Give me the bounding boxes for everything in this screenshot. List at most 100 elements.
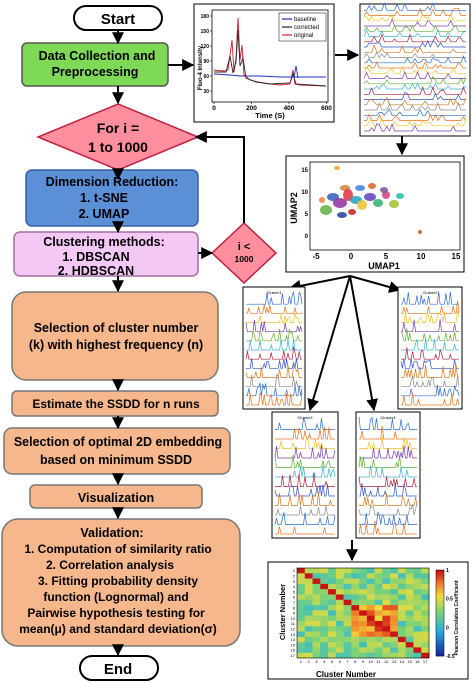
cluster-panel-4-trace [359,510,417,525]
heatmap-cell [297,631,306,638]
cluster-panel-4-trace [359,482,417,497]
heatmap-cell [343,605,352,611]
dimension-reduction-title: Dimension Reduction: [46,175,179,189]
cluster-panel-1-trace [246,358,302,369]
heatmap-cell [421,573,430,579]
cluster-panel-3-trace [275,526,335,535]
umap-cluster-blob [418,230,422,234]
visualization-label: Visualization [78,491,154,505]
heatmap-cell [335,610,344,616]
heatmap-xtick-label: 8 [354,659,357,664]
heatmap-cell [359,573,368,579]
heatmap-cell [351,573,360,579]
stack-top-trace [363,28,467,37]
heatmap-cell [335,615,344,622]
cluster-panel-title: Cluster4 [381,415,397,420]
umap-cluster-blob [333,198,347,208]
heatmap-xtick-label: 3 [315,659,318,664]
heatmap-cell [405,631,414,638]
heatmap-cell [351,615,360,622]
heatmap-cell [382,599,391,606]
dimension-reduction-item1: 1. t-SNE [80,191,128,205]
colorbar-segment [436,634,444,637]
selection-embedding-line2: based on minimum SSDD [40,453,192,467]
heatmap-cell [343,615,352,622]
cluster-panel-3-trace [275,492,335,506]
heatmap-cell [374,610,383,616]
cluster-panel-2-trace [401,319,459,333]
heatmap-ytick-label: 10 [291,616,296,621]
heatmap-xtick-label: 1 [300,659,303,664]
heatmap-cell [343,578,352,585]
cluster-panel-1-trace [246,304,302,314]
heatmap-cell [335,568,344,574]
heatmap-cell [382,652,391,659]
colorbar-segment [436,602,444,605]
heatmap-xtick-label: 11 [376,659,381,664]
cluster-panel-4-trace [358,502,418,516]
cluster-panel-1-trace [246,392,303,406]
cluster-panel-1: Cluster1 [242,286,306,410]
heatmap-cell [382,573,391,579]
heatmap-cell [390,573,399,579]
heatmap-cell [397,568,406,574]
dimension-reduction-item2: 2. UMAP [79,207,130,221]
umap-cluster-blob [373,199,383,207]
heatmap-cell [390,652,399,659]
umap-plot-area [309,161,461,251]
colorbar-segment [436,649,444,652]
heatmap-cell [390,631,399,638]
heatmap-cell [405,626,414,632]
heatmap-cell [390,594,399,601]
heatmap-cell [374,589,383,595]
heatmap-cell [297,605,306,611]
colorbar-segment [436,589,444,592]
trace-xtick-label: 200 [246,105,257,112]
heatmap-cell [366,615,375,622]
colorbar-segment [436,593,444,597]
heatmap-cell [413,610,422,616]
validation-item3: 3. Fitting probability density [38,574,198,588]
trace-ytick-label: 150 [201,29,210,35]
cluster-panel-2-trace [400,358,459,369]
heatmap-cell [382,568,391,574]
heatmap-cell [382,594,391,601]
cluster-panel-4-trace [359,493,418,506]
arrow-umap-to-cluster3 [307,275,351,412]
cluster-panel-3-trace [275,426,335,440]
arrow-umap-to-cluster1 [288,275,351,292]
heatmap-cell [335,631,344,638]
heatmap-cell [397,583,406,590]
colorbar-segment [436,619,444,622]
heatmap-cell [374,583,383,590]
heatmap-cell [397,578,406,585]
cluster-panel-4-trace [358,520,417,535]
heatmap-cell [390,615,399,622]
colorbar-segment [436,610,444,614]
cluster-panel-1-trace [246,312,302,323]
heatmap-cell [328,652,337,659]
heatmap-cell [320,610,329,616]
heatmap-cell [312,610,321,616]
heatmap-cell [328,599,337,606]
colorbar-segment [436,621,444,625]
stack-top-trace [364,96,467,106]
heatmap-cell [320,573,329,579]
heatmap-cell [366,578,375,585]
cluster-panel-3-trace [274,444,336,459]
heatmap-cell [405,599,414,606]
cluster-panel-1-trace [246,382,303,397]
heatmap-cell [382,642,391,648]
heatmap-cell [421,615,430,622]
heatmap-cell [297,594,306,601]
umap-xtick-label: 15 [452,252,461,261]
colorbar-segment [436,628,444,631]
heatmap-cell [343,631,352,638]
heatmap-ytick-label: 9 [293,611,296,616]
heatmap-cell [413,626,422,632]
heatmap-ytick-label: 15 [291,642,296,647]
heatmap-cell [320,615,329,622]
legend-corrected: corrected [294,25,319,31]
umap-xtick-label: 0 [349,252,354,261]
heatmap-cell [343,626,352,632]
